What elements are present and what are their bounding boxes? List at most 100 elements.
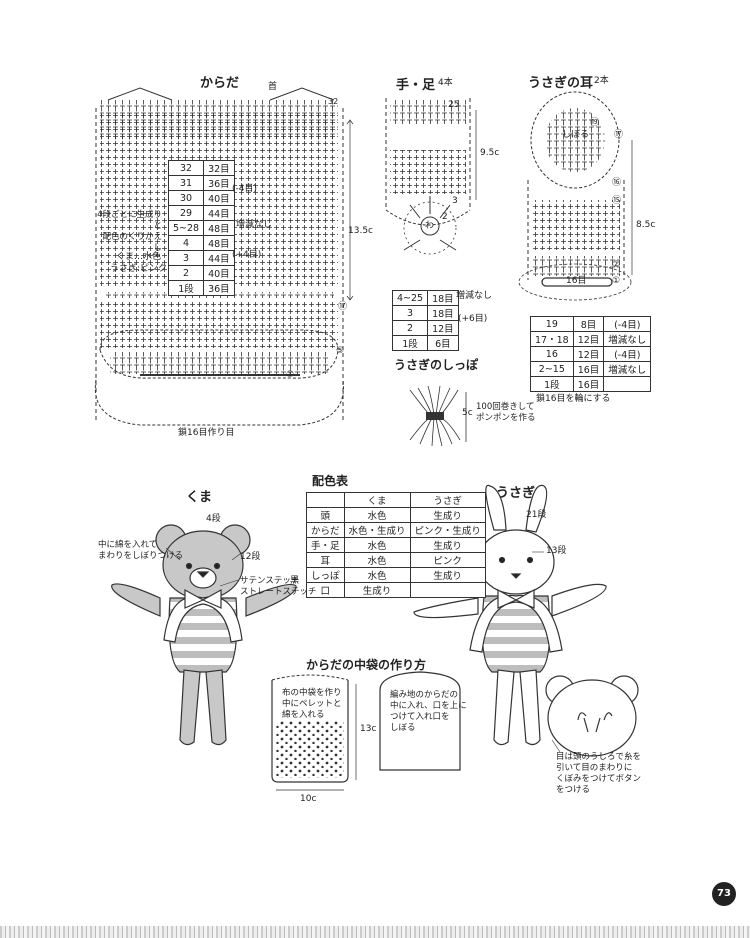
ear-round-mark-19: ⑲ [590,118,600,128]
body-round-mark-1: ① [286,370,295,380]
table-cell-rabbit: 生成り [409,507,486,523]
ear-round-mark-17: ⑰ [614,130,624,140]
table-cell-stitches: 12目 [572,346,605,362]
table-cell-round: 2~15 [530,361,574,377]
table-cell-stitches: 44目 [203,250,235,266]
table-cell-rabbit: 生成り [409,567,486,583]
table-cell-round: 30 [167,190,205,206]
body-round-mark-32: 32 [328,97,339,106]
tail-graphic [409,385,467,447]
body-chart-title: からだ [200,76,240,91]
limb-chart-title: 手・足 [396,78,436,93]
limb-round-mark-25: 25 [448,100,460,110]
ear-chart-graphic [518,91,633,301]
table-cell-stitches: 18目 [427,290,459,306]
bear-head-rounds: 12段 [240,552,261,562]
table-cell-bear: 水色 [343,552,411,568]
table-row: しっぽ水色生成り [306,567,486,583]
table-cell-round: 16 [530,346,574,362]
table-cell-rabbit: 生成り [409,537,486,553]
ear-round-mark-1: ① [612,276,621,286]
table-cell-part: からだ [306,522,345,538]
limb-round-mark-3: 3 [452,196,458,206]
table-cell-stitches: 16目 [572,376,605,392]
body-group-inc: (+4目) [232,250,262,260]
body-height-label: 13.5c [348,226,373,236]
table-cell-rabbit: ピンク [409,552,486,568]
table-cell-bear: 水色 [343,567,411,583]
table-cell-stitches: 12目 [427,320,459,336]
table-cell-stitches: 36目 [203,280,235,296]
table-row: 口生成り [306,582,486,598]
table-cell-stitches: 40目 [203,265,235,281]
table-cell-note: 増減なし [603,331,652,347]
table-cell-round: 5~28 [167,220,205,236]
inner-bag-closed [379,671,461,771]
table-cell-bear: 生成り [343,582,411,598]
table-cell-stitches: 48目 [203,220,235,236]
ear-chart-title: うさぎの耳 [528,76,594,91]
ear-round-mark-2: ② [612,260,621,270]
body-chain-start: 鎖16目作り目 [178,428,235,438]
ear-count: 2本 [594,76,609,86]
table-cell-stitches: 48目 [203,235,235,251]
table-cell-part: 頭 [306,507,345,523]
inner-bag-width: 10c [300,794,317,804]
table-cell-round: 3 [167,250,205,266]
page-number: 73 [712,882,736,906]
bear-stitch-note: サテンステッチ ストレートステッチ [240,576,317,597]
table-cell-round: 32 [167,160,205,176]
table-cell-stitches: 36目 [203,175,235,191]
bear-illustration [111,524,297,746]
color-table-title: 配色表 [312,474,349,488]
table-cell-stitches: 8目 [572,316,605,332]
rabbit-ear-rounds: 21段 [526,510,547,520]
table-cell-note [603,376,652,392]
rabbit-head-rounds: 13段 [546,546,567,556]
table-cell-round: 2 [391,320,429,336]
table-cell-round: 19 [530,316,574,332]
ear-chain-start: 鎖16目を輪にする [536,394,611,404]
table-cell-stitches: 6目 [427,335,459,351]
limb-chart-graphic [385,98,477,255]
bear-head-back [545,675,639,757]
ear-shibo-label: しぼる [562,130,590,140]
rabbit-illustration [413,484,607,746]
tail-title: うさぎのしっぽ [394,358,479,372]
table-cell-round: 1段 [167,280,205,296]
table-cell-round: 4~25 [391,290,429,306]
ear-ring-count: 16目 [566,276,587,286]
table-cell-stitches: 44目 [203,205,235,221]
table-cell-round: 4 [167,235,205,251]
table-cell-round: 3 [391,305,429,321]
body-group-none: 増減なし [236,220,273,230]
color-table: くまうさぎ 頭水色生成りからだ水色・生成りピンク・生成り手・足水色生成り耳水色ピ… [306,492,486,598]
inner-bag-pouch [271,674,357,791]
table-cell-round: 17・18 [530,331,574,347]
rabbit-title: うさぎ [496,486,536,501]
eye-note: 目は頭のうしろで糸を 引いて目のまわりに くぼみをつけてボタン をつける [556,752,642,795]
table-cell-note: 増減なし [603,361,652,377]
inner-bag-title: からだの中袋の作り方 [306,658,427,672]
table-cell-round: 31 [167,175,205,191]
body-rabbit-color-note: うさぎ:ピンク [110,264,168,274]
table-header-cell: くま [343,492,411,508]
table-header-cell: うさぎ [409,492,486,508]
table-row: 耳水色ピンク [306,552,486,568]
limb-round-mark-2: 2 [442,212,448,222]
